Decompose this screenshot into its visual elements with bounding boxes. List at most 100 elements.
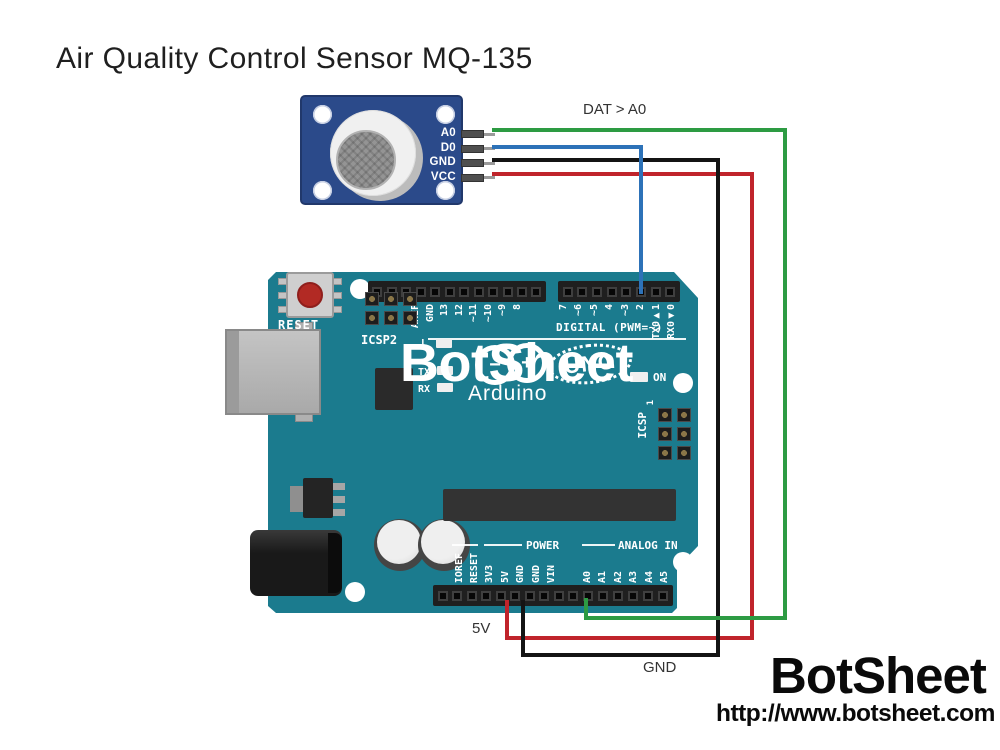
pin-label: 13 [439,304,451,317]
header-pin [502,286,513,297]
l-led [436,339,452,348]
logo-minus: − [489,353,501,376]
atmega-chip [443,489,676,521]
gas-sensor-mesh [336,130,396,190]
sensor-mount-hole [313,105,332,124]
icsp-label: ICSP [636,412,649,439]
sensor-pin-vcc [461,173,484,182]
power-led [630,372,648,382]
icsp-header [658,408,691,460]
wire-label-5v: 5V [472,620,491,637]
sensor-pin-label: GND [429,156,456,168]
pin-label: ~9 [497,304,509,317]
wire-label-dat: DAT > A0 [583,101,647,118]
header-pin [658,590,668,601]
pin-label: 12 [453,304,465,317]
sensor-mount-hole [436,105,455,124]
wire-vcc-bottom [505,636,754,640]
sensor-mount-hole [313,181,332,200]
reset-button-tab [333,278,342,285]
arduino-logo-plus-circle: + [507,343,547,383]
pin-label: GND [515,564,527,583]
digital-header-right [558,281,680,302]
l-led-label: L [421,338,428,349]
header-pin [665,286,676,297]
power-header [433,585,597,606]
header-pin [365,292,379,306]
wire-label-gnd: GND [643,659,677,676]
pin-label: IOREF [453,552,465,583]
rx-led [437,383,453,392]
ioref-bracket [452,544,478,546]
board-mount-hole [345,582,365,602]
on-label: ON [653,371,667,384]
pin-label: ~6 [573,304,585,317]
header-pin [430,286,441,297]
header-pin [403,311,417,325]
botsheet-url: http://www.botsheet.com [716,700,995,727]
voltage-regulator [303,478,333,518]
power-jack [250,530,342,596]
sensor-pin-label: A0 [440,127,456,139]
header-pin [481,590,491,601]
header-pin [510,590,520,601]
header-pin [562,286,573,297]
arduino-uno-board: RESET AREFGND1312~11~10~98 7~6~54~32TX0▶… [225,272,698,613]
pin-label: ~11 [468,304,480,323]
wire-gnd-vertical [716,158,720,657]
pin-label: 4 [604,304,616,311]
diagram-title: Air Quality Control Sensor MQ-135 [56,42,533,75]
header-pin [643,590,653,601]
sensor-lead [484,161,495,165]
header-pin [444,286,455,297]
wire-vcc-to-5v-pin [505,600,509,638]
header-pin [613,590,623,601]
analog-bracket [582,544,615,546]
header-pin [583,590,593,601]
header-pin [658,446,672,460]
header-pin [621,286,632,297]
header-pin [553,590,564,601]
wire-vcc-vertical [750,172,754,640]
wire-gnd-bottom [521,653,720,657]
sensor-pin-a0 [461,130,484,138]
reset-button-tab [333,306,342,313]
digital-caption: DIGITAL (PWM=~) [556,321,663,334]
pin-label: RESET [469,552,481,583]
usb-tab [295,322,313,330]
header-pin [539,590,549,601]
logo-plus: + [521,351,533,374]
icsp2-header [365,292,417,325]
pin-label: ~3 [619,304,631,317]
header-pin [628,590,638,601]
wire-a0-bottom [584,616,787,620]
wire-a0-to-analog-pin [584,598,588,618]
pin-label: 5V [499,570,511,583]
header-pin [403,292,417,306]
pin-label: VIN [546,564,558,583]
header-pin [568,590,578,601]
reset-button [297,282,323,308]
header-pin [516,286,527,297]
header-pin [495,590,506,601]
sensor-lead [484,132,495,136]
power-caption: POWER [526,539,560,552]
header-pin [658,427,672,441]
header-pin [437,590,448,601]
header-pin [384,292,398,306]
pin-label: GND [424,304,436,323]
pin-label: 3V3 [484,564,496,583]
pin-label: ~10 [482,304,494,323]
reset-button-tab [333,292,342,299]
analog-caption: ANALOG IN [618,539,678,552]
pin-label: A2 [612,570,624,583]
pin-label: RX0◀0 [666,304,678,340]
header-pin [591,286,602,297]
pin-label: A0 [581,570,593,583]
pin-label: A5 [659,570,671,583]
capacitor [374,519,426,571]
analog-header [578,585,673,606]
